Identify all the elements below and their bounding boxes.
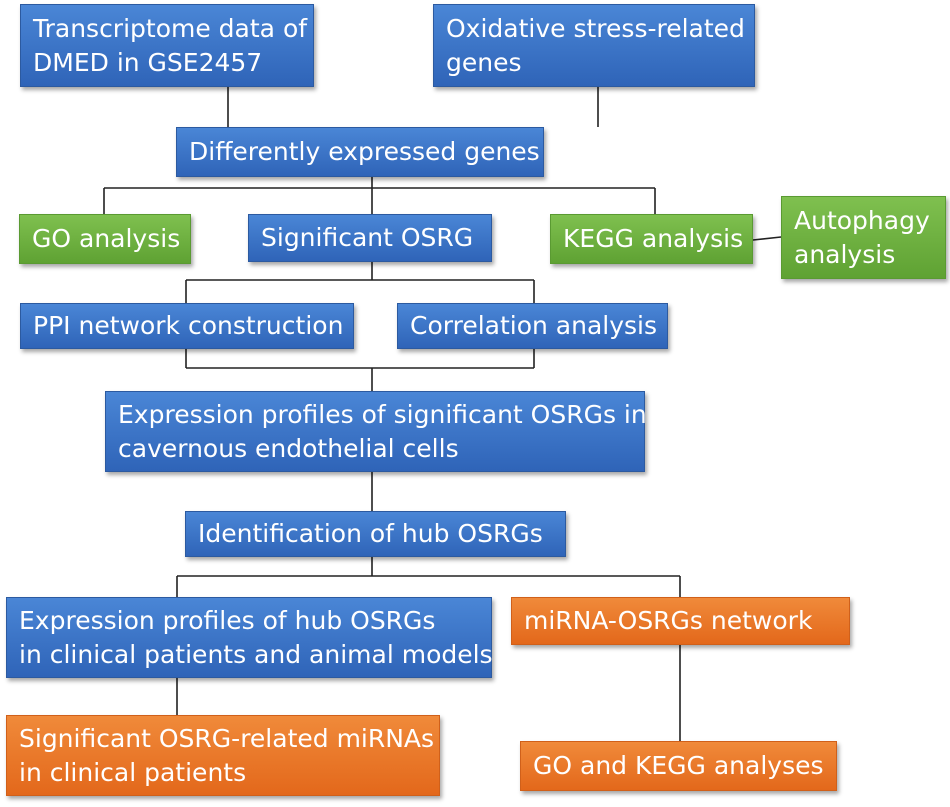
oxidative-stress-genes-box: Oxidative stress-related genes xyxy=(433,4,755,87)
box-text-line: Correlation analysis xyxy=(410,311,658,340)
box-text-line: in clinical patients xyxy=(19,757,247,787)
box-text-line: Significant OSRG-related miRNAs xyxy=(19,723,435,753)
box-text-line: analysis xyxy=(794,239,896,269)
go-analysis-box: GO analysis xyxy=(19,214,191,264)
box-text-line: GO analysis xyxy=(32,224,181,253)
box-text-line: Identification of hub OSRGs xyxy=(198,519,543,548)
box-text-line: Significant OSRG xyxy=(261,223,474,252)
box-text-line: in clinical patients and animal models xyxy=(19,639,493,669)
correlation-analysis-box: Correlation analysis xyxy=(397,303,668,349)
box-text-line: DMED in GSE2457 xyxy=(33,47,263,77)
expression-profiles-box: Expression profiles of significant OSRGs… xyxy=(105,391,647,472)
hub-expression-profiles-box: Expression profiles of hub OSRGs in clin… xyxy=(6,597,493,678)
box-text-line: Expression profiles of hub OSRGs xyxy=(19,605,436,635)
mirna-osrgs-network-box: miRNA-OSRGs network xyxy=(511,597,850,645)
significant-osrg-box: Significant OSRG xyxy=(248,214,492,262)
box-text-line: Autophagy xyxy=(794,205,930,235)
autophagy-analysis-box: Autophagy analysis xyxy=(781,196,946,279)
connector xyxy=(752,236,782,241)
transcriptome-data-box: Transcriptome data of DMED in GSE2457 xyxy=(20,4,314,87)
ppi-network-box: PPI network construction xyxy=(20,303,354,349)
box-text-line: genes xyxy=(446,47,522,77)
box-text-line: KEGG analysis xyxy=(563,224,744,253)
box-text-line: PPI network construction xyxy=(33,311,344,340)
box-text-line: cavernous endothelial cells xyxy=(118,433,459,463)
hub-osrgs-box: Identification of hub OSRGs xyxy=(185,511,566,557)
box-text-line: Expression profiles of significant OSRGs… xyxy=(118,399,647,429)
box-text-line: Differently expressed genes xyxy=(189,137,540,166)
kegg-analysis-box: KEGG analysis xyxy=(550,214,753,264)
box-text-line: GO and KEGG analyses xyxy=(533,751,824,780)
box-text-line: Transcriptome data of xyxy=(33,13,308,43)
significant-mirnas-box: Significant OSRG-related miRNAs in clini… xyxy=(6,715,440,796)
box-text-line: Oxidative stress-related xyxy=(446,13,745,43)
differently-expressed-genes-box: Differently expressed genes xyxy=(176,127,544,177)
go-kegg-analyses-box: GO and KEGG analyses xyxy=(520,741,837,791)
box-text-line: miRNA-OSRGs network xyxy=(524,606,813,635)
